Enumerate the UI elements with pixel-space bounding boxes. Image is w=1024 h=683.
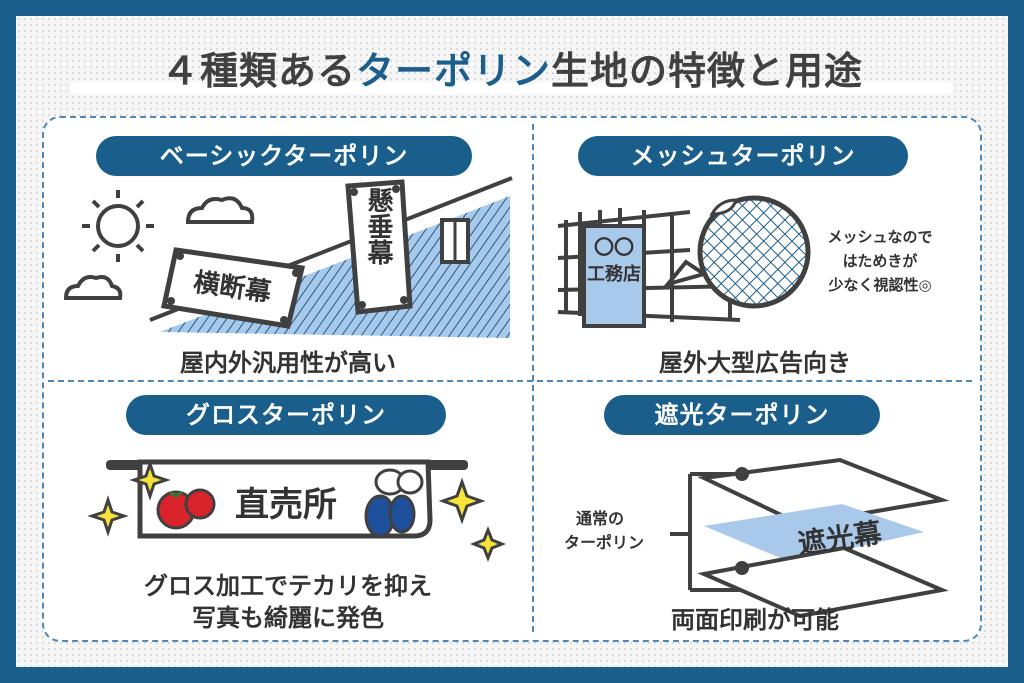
blackout-diagram: 遮光幕 [670,457,950,619]
tomato-icon [156,488,216,530]
title-part3: 生地の特徴と用途 [551,49,864,93]
sign-top-text: 〇〇 [594,235,634,259]
horizontal-banner: 横断幕 [161,247,306,329]
banner-kensui: 懸垂幕 [363,187,394,265]
normal-tarpaulin-label-line1: 通常の [576,509,624,528]
vertical-divider [532,124,534,632]
sign-bottom-text: 工務店 [587,263,641,285]
title-underline [70,82,954,94]
page-title: ４種類あるターポリン生地の特徴と用途 [161,40,863,95]
basic-tarpaulin-label: ベーシックターポリン [96,136,472,176]
sparkle-icon [87,459,507,563]
normal-tarpaulin-label-line2: ターポリン [564,533,644,552]
basic-caption: 屋内外汎用性が高い [180,349,396,377]
mesh-note-line1: メッシュなので [827,228,932,246]
title-wrap: ４種類あるターポリン生地の特徴と用途 [0,40,1024,95]
potato-icon [374,468,424,496]
sun-icon [82,190,154,262]
mesh-note-line3: 少なく視認性◎ [827,276,931,294]
eggplant-icon [364,494,416,538]
mesh-sign: 〇〇 工務店 [582,224,646,328]
cloud-icon [63,196,255,300]
mesh-note-line2: はためきが [843,252,919,270]
gloss-banner-text: 直売所 [235,485,337,525]
gloss-caption-line2: 写真も綺麗に発色 [192,604,384,632]
title-part1: ４種類ある [160,49,356,93]
mesh-tarpaulin-label: メッシュターポリン [578,136,908,176]
vertical-banner: 懸垂幕 [345,179,413,315]
blackout-caption: 両面印刷が可能 [671,606,839,634]
mesh-caption: 屋外大型広告向き [659,349,851,377]
horizontal-divider [48,380,972,382]
blackout-tarpaulin-label: 遮光ターポリン [604,395,880,435]
gloss-caption-line1: グロス加工でテカリを抑え [144,572,432,600]
title-part2: ターポリン [355,49,551,93]
mesh-zoom-bubble [662,195,811,309]
gloss-banner: 直売所 [106,459,468,539]
gloss-tarpaulin-label: グロスターポリン [126,395,446,435]
